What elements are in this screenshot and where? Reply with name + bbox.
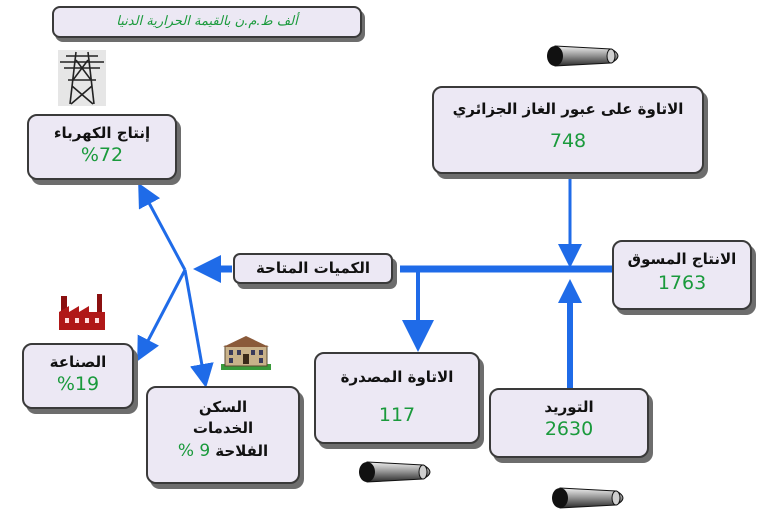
residential-box: السكن الخدمات الفلاحة 9 %: [146, 386, 300, 484]
building-icon: [221, 336, 271, 370]
marketed-title: الانتاج المسوق: [627, 250, 737, 268]
unit-label: ألف ط.م.ن بالقيمة الحرارية الدنيا: [52, 6, 362, 38]
available-box: الكميات المتاحة: [233, 253, 393, 284]
transit-title: الاتاوة على عبور الغاز الجزائري: [452, 100, 684, 118]
power-tower-icon: [58, 50, 106, 106]
available-title: الكميات المتاحة: [255, 259, 371, 277]
electricity-title: إنتاج الكهرباء: [53, 124, 151, 142]
residential-line3: الفلاحة 9 %: [148, 441, 298, 461]
import-value: 2630: [544, 418, 594, 440]
exported-box: الاتاوة المصدرة 117: [314, 352, 480, 444]
residential-line3-text: الفلاحة: [215, 442, 269, 460]
residential-line2: الخدمات: [192, 419, 254, 437]
exported-value: 117: [378, 404, 416, 426]
import-title: التوريد: [544, 398, 594, 416]
transit-box: الاتاوة على عبور الغاز الجزائري 748: [432, 86, 704, 174]
electricity-value: %72: [80, 144, 124, 166]
exported-title: الاتاوة المصدرة: [340, 368, 454, 386]
electricity-arrow: [138, 182, 187, 271]
industry-value: %19: [56, 373, 100, 395]
electricity-box: إنتاج الكهرباء %72: [27, 114, 177, 180]
residential-line3-value: 9 %: [177, 441, 211, 461]
residential-arrow: [183, 269, 214, 388]
pipe-icon-exported: [359, 461, 431, 483]
transit-value: 748: [549, 130, 587, 152]
pipe-icon-import: [552, 487, 624, 509]
industry-title: الصناعة: [49, 353, 107, 371]
industry-arrow: [137, 269, 187, 362]
industry-box: الصناعة %19: [22, 343, 134, 409]
marketed-box: الانتاج المسوق 1763: [612, 240, 752, 310]
marketed-value: 1763: [657, 272, 707, 294]
pipe-icon-top: [547, 45, 619, 67]
residential-line1: السكن: [198, 398, 248, 416]
import-box: التوريد 2630: [489, 388, 649, 458]
factory-icon: [59, 294, 105, 330]
